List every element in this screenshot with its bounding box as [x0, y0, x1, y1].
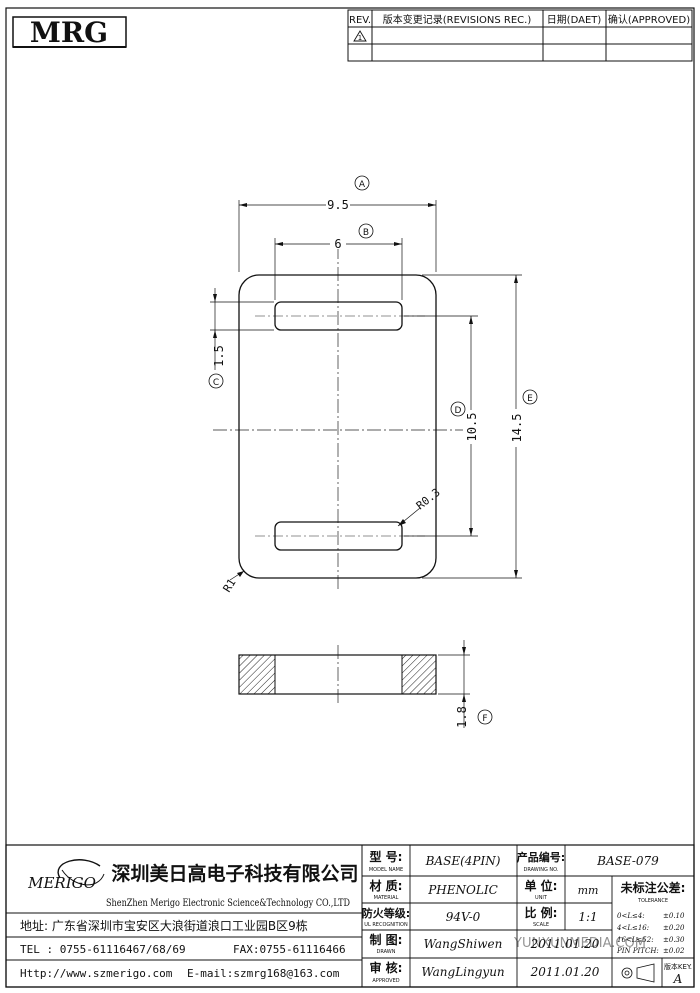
tolerance-range-2: 4<L≤16: — [616, 924, 649, 932]
drawn-label-cn: 制 图: — [370, 932, 403, 947]
approved-name: WangLingyun — [421, 965, 504, 979]
unit-label-en: UNIT — [535, 895, 548, 901]
unit-label-cn: 单 位: — [525, 878, 558, 893]
date-header: 日期(DAET) — [547, 14, 602, 26]
dimension-a: 9.5 A — [238, 175, 437, 272]
company-fax: FAX:0755-61116466 — [233, 943, 346, 956]
dimension-d: 10.5 D — [404, 315, 479, 537]
unit-value: mm — [578, 884, 599, 897]
dimension-b: 6 B — [274, 223, 403, 300]
version-label: 版本KEY. — [664, 962, 692, 971]
left-hatched-section — [238, 654, 276, 695]
bottom-slot — [274, 521, 403, 551]
dimension-a-value: 9.5 — [327, 198, 349, 212]
material-label-en: MATERIAL — [374, 895, 399, 901]
company-tel: TEL : 0755-61116467/68/69 — [20, 943, 186, 956]
title-block: MERIGO 深圳美日高电子科技有限公司 ShenZhen Merigo Ele… — [5, 844, 695, 988]
approved-label-en: APPROVED — [372, 978, 399, 984]
drawn-label-en: DRAWN — [377, 949, 396, 955]
approved-label-cn: 审 核: — [370, 960, 403, 975]
scale-label-en: SCALE — [533, 922, 549, 928]
tolerance-value-4: ±0.02 — [663, 947, 685, 955]
watermark: YUNXUNMEDIA.COM — [513, 936, 646, 951]
dimension-d-value: 10.5 — [465, 413, 479, 442]
merigo-logo: MERIGO — [27, 859, 105, 892]
slot-radius-value: R0.3 — [414, 486, 443, 513]
mrg-logo: MRG — [12, 16, 127, 49]
dimension-f-value: 1.8 — [455, 706, 469, 728]
company-address: 地址: 广东省深圳市宝安区大浪街道浪口工业园B区9栋 — [20, 918, 308, 933]
dimension-c-value: 1.5 — [212, 345, 226, 367]
drawn-date: 2011.01.20 — [530, 937, 600, 951]
company-email: E-mail:szmrg168@163.com — [187, 967, 340, 980]
corner-radius-callout: R1 — [221, 570, 245, 595]
corner-radius-value: R1 — [221, 576, 239, 594]
rev-header: REV. — [349, 15, 371, 26]
model-label-cn: 型 号: — [370, 849, 403, 864]
approved-header: 确认(APPROVED) — [608, 13, 690, 26]
logo-text: MRG — [30, 16, 108, 49]
model-value: BASE(4PIN) — [425, 854, 501, 868]
drawn-name: WangShiwen — [424, 937, 503, 951]
right-hatched-section — [401, 654, 437, 695]
scale-value: 1:1 — [578, 910, 597, 924]
dimension-d-label: D — [455, 406, 462, 416]
dimension-b-value: 6 — [334, 237, 341, 251]
sheet-border — [5, 7, 695, 988]
dimension-b-label: B — [363, 228, 369, 238]
dimension-c-label: C — [213, 378, 219, 388]
dimension-c: 1.5 C — [208, 288, 274, 389]
ul-label-cn: 防火等级: — [362, 906, 410, 920]
dimension-f-label: F — [482, 714, 487, 724]
projection-symbol-icon — [621, 963, 655, 983]
company-name-cn: 深圳美日高电子科技有限公司 — [111, 862, 358, 885]
scale-label-cn: 比 例: — [525, 905, 558, 920]
tolerance-range-1: 0<L≤4: — [617, 912, 645, 920]
revision-triangle-icon — [353, 30, 367, 42]
ul-value: 94V-0 — [446, 910, 481, 924]
tolerance-label-cn: 未标注公差: — [620, 880, 686, 895]
company-web: Http://www.szmerigo.com — [20, 967, 173, 980]
tolerance-value-3: ±0.30 — [663, 936, 685, 944]
dimension-e: 14.5 E — [422, 274, 538, 579]
tolerance-value-1: ±0.10 — [663, 912, 685, 920]
model-label-en: MODEL NAME — [369, 867, 403, 873]
drawing-no-label-cn: 产品编号: — [517, 850, 565, 864]
tolerance-range-3: 16<L≤52: — [617, 936, 654, 944]
version-value: A — [673, 972, 683, 986]
dimension-e-label: E — [527, 394, 533, 404]
tolerance-label-en: TOLERANCE — [637, 898, 668, 904]
drawing-no-value: BASE-079 — [596, 854, 659, 868]
dimension-e-value: 14.5 — [510, 414, 524, 443]
base-outline — [238, 274, 437, 579]
ul-label-en: UL RECOGNITION — [364, 922, 408, 928]
company-name-en: ShenZhen Merigo Electronic Science&Techn… — [106, 898, 350, 909]
drawing-no-label-en: DRAWING NO. — [524, 867, 559, 873]
material-label-cn: 材 质: — [369, 878, 403, 893]
revision-table: REV. 版本变更记录(REVISIONS REC.) 日期(DAET) 确认(… — [347, 9, 693, 62]
dimension-a-label: A — [359, 180, 366, 190]
material-value: PHENOLIC — [427, 883, 498, 897]
tolerance-range-4: PIN PITCH: — [616, 947, 659, 955]
top-slot — [274, 301, 403, 331]
revision-number: 1 — [358, 34, 362, 42]
side-view: 1.8 F — [238, 640, 493, 728]
approved-date: 2011.01.20 — [530, 965, 600, 979]
revisions-header: 版本变更记录(REVISIONS REC.) — [383, 13, 532, 26]
tolerance-value-2: ±0.20 — [663, 924, 685, 932]
top-view: 9.5 A 6 B 1.5 C — [208, 175, 538, 595]
merigo-logo-text: MERIGO — [27, 874, 96, 892]
dimension-f: 1.8 F — [438, 640, 493, 728]
